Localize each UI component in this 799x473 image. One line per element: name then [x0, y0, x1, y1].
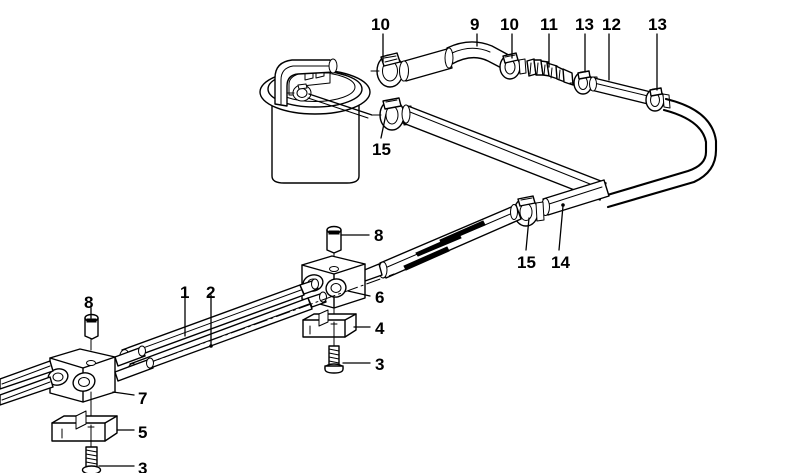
callout-2: 2	[206, 283, 216, 302]
callout-11: 11	[540, 15, 558, 34]
lower-long-pipe-run	[361, 179, 610, 282]
canister-outlet-elbow	[274, 58, 338, 107]
callout-13-right: 13	[648, 15, 667, 34]
upper-metal-pipe	[589, 76, 656, 106]
callout-3-bottom: 3	[138, 459, 148, 473]
long-diagonal-hose-assembly	[372, 97, 607, 201]
callout-6: 6	[375, 288, 385, 307]
left-clamp-assembly	[0, 313, 154, 473]
lower-twin-pipe-run	[95, 273, 395, 383]
callout-12: 12	[602, 15, 621, 34]
callout-8-center: 8	[374, 226, 384, 245]
callout-1: 1	[180, 283, 190, 302]
callout-13-left: 13	[575, 15, 594, 34]
center-mounting-screw	[324, 345, 344, 374]
callout-9: 9	[470, 15, 480, 34]
bottom-mounting-screw	[81, 446, 102, 473]
callout-4: 4	[375, 319, 385, 338]
callout-15-upper: 15	[372, 140, 391, 159]
threaded-connector-fitting	[526, 58, 574, 86]
callout-15-lower: 15	[517, 253, 536, 272]
callout-3-center: 3	[375, 355, 385, 374]
callout-10-upper-left: 10	[371, 15, 390, 34]
callout-leaders	[90, 33, 658, 467]
callout-8-left: 8	[84, 293, 94, 312]
callout-7: 7	[138, 389, 148, 408]
hose-clamp-10b	[499, 52, 535, 80]
left-clamp-plug	[84, 313, 99, 367]
callout-14: 14	[551, 253, 570, 272]
callout-5: 5	[138, 423, 148, 442]
callout-10-upper-right: 10	[500, 15, 519, 34]
upper-vent-hose-assembly	[370, 41, 718, 209]
